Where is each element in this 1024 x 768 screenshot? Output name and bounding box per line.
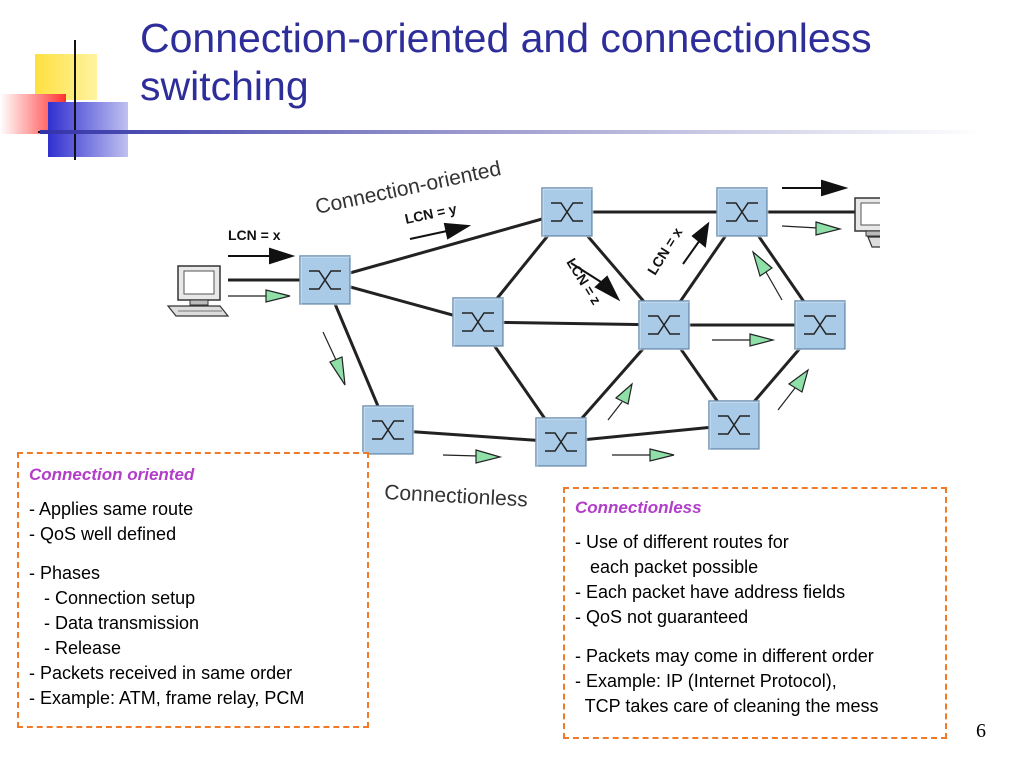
switch-node-1 — [299, 255, 352, 306]
left-line-5: - Connection setup — [29, 588, 196, 608]
connection-oriented-arrows — [228, 179, 849, 302]
left-line-7: - Release — [29, 638, 122, 658]
switch-node-7 — [362, 405, 415, 456]
switch-node-6 — [794, 300, 847, 351]
switch-node-5 — [638, 300, 691, 351]
right-line-2: each packet possible — [575, 557, 759, 577]
network-links — [228, 210, 860, 444]
network-diagram: Connection-oriented Connectionless LCN =… — [166, 157, 880, 512]
lcn-y-label: LCN = y — [403, 200, 458, 227]
switch-node-4 — [452, 297, 505, 348]
left-line-6: - Data transmission — [29, 613, 200, 633]
logo-graphic — [0, 40, 140, 160]
right-line-8: TCP takes care of cleaning the mess — [575, 696, 879, 716]
title-underline — [40, 130, 980, 134]
switch-node-2 — [541, 187, 594, 238]
switch-node-9 — [708, 400, 761, 451]
right-spacer — [575, 630, 945, 644]
left-line-4: - Phases — [29, 563, 101, 583]
connectionless-box: Connectionless - Use of different routes… — [563, 487, 947, 739]
right-line-1: - Use of different routes for — [575, 532, 789, 552]
right-line-4: - QoS not guaranteed — [575, 607, 749, 627]
connection-oriented-box: Connection oriented - Applies same route… — [17, 452, 369, 728]
title-line-1: Connection-oriented and connectionless — [140, 15, 872, 61]
computer-right-icon — [854, 197, 880, 248]
right-line-3: - Each packet have address fields — [575, 582, 846, 602]
left-line-2: - QoS well defined — [29, 524, 177, 544]
connectionless-label: Connectionless — [384, 481, 529, 511]
lcn-x-left-label: LCN = x — [228, 227, 281, 243]
lcn-x-right-label: LCN = x — [644, 224, 686, 277]
connectionless-heading: Connectionless — [575, 498, 702, 517]
switch-node-3 — [716, 187, 769, 238]
left-line-8: - Packets received in same order — [29, 663, 293, 683]
connection-oriented-heading: Connection oriented — [29, 465, 195, 484]
computer-left-icon — [166, 265, 230, 317]
left-spacer — [29, 547, 367, 561]
title-line-2: switching — [140, 63, 309, 109]
left-line-1: - Applies same route — [29, 499, 194, 519]
page-number: 6 — [976, 720, 986, 742]
switch-node-8 — [535, 417, 588, 468]
right-line-6: - Packets may come in different order — [575, 646, 874, 666]
connectionless-arrows — [228, 221, 843, 464]
left-line-9: - Example: ATM, frame relay, PCM — [29, 688, 305, 708]
slide-title: Connection-oriented and connectionless s… — [140, 14, 1000, 110]
right-line-7: - Example: IP (Internet Protocol), — [575, 671, 837, 691]
